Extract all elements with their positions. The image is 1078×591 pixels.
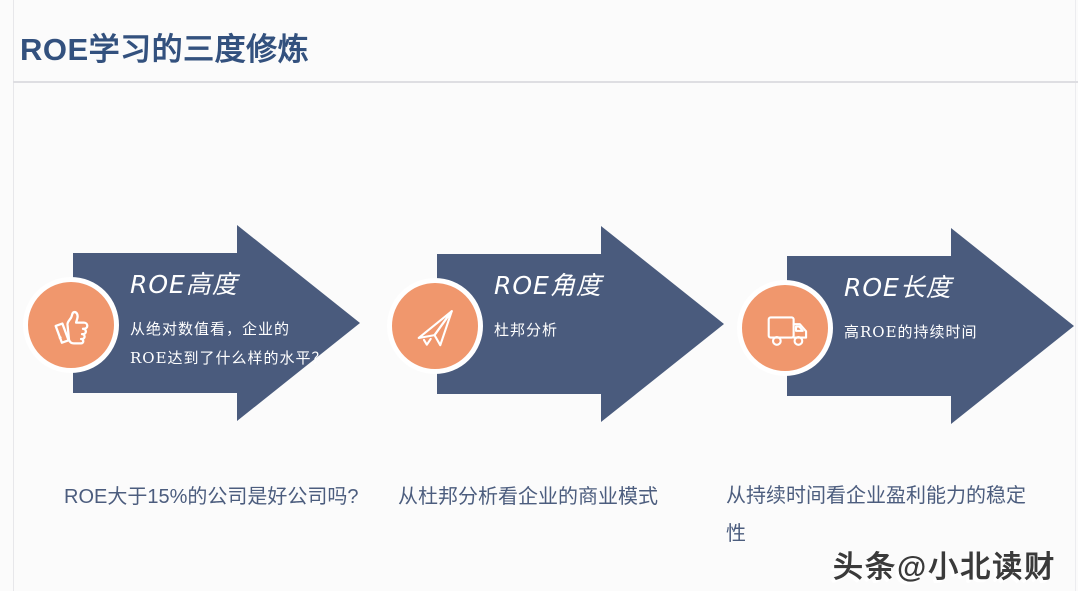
step-group-roe-length: ROE长度 高ROE的持续时间: [737, 228, 1077, 424]
step-group-roe-angle: ROE角度 杜邦分析: [387, 226, 727, 422]
right-edge-divider: [1075, 0, 1076, 591]
step-desc: 杜邦分析: [494, 316, 722, 345]
step-icon-badge: [23, 277, 119, 373]
step-desc-line: 从绝对数值看，企业的: [130, 320, 291, 338]
title-divider: [13, 81, 1078, 83]
step-caption-1: ROE大于15%的公司是好公司吗?: [64, 486, 359, 508]
page-title: ROE学习的三度修炼: [20, 32, 310, 67]
step-desc: 高ROE的持续时间: [844, 318, 1072, 347]
step-icon-badge: [737, 280, 833, 376]
step-desc: 从绝对数值看，企业的 ROE达到了什么样的水平？: [130, 315, 358, 373]
thumbs-up-icon: [54, 310, 89, 345]
step-caption-2: 从杜邦分析看企业的商业模式: [398, 486, 658, 508]
step-desc-line: ROE达到了什么样的水平？: [130, 349, 328, 367]
step-title: ROE角度: [494, 271, 602, 300]
step-desc-line: 高ROE的持续时间: [844, 323, 978, 341]
step-caption-3: 从持续时间看企业盈利能力的稳定性: [726, 485, 1026, 545]
step-group-roe-height: ROE高度 从绝对数值看，企业的 ROE达到了什么样的水平？: [23, 225, 363, 421]
step-desc-line: 杜邦分析: [494, 321, 559, 339]
step-text-block: ROE角度 杜邦分析: [494, 270, 722, 345]
arrow-shape: [73, 225, 360, 421]
step-text-block: ROE高度 从绝对数值看，企业的 ROE达到了什么样的水平？: [130, 269, 358, 373]
left-edge-divider: [13, 0, 14, 591]
step-title: ROE高度: [130, 270, 238, 299]
paper-plane-icon: [417, 310, 453, 347]
arrow-shape: [437, 226, 724, 422]
step-icon-badge: [387, 278, 483, 374]
truck-icon: [767, 316, 808, 346]
watermark: 头条@小北读财报: [833, 551, 1057, 584]
step-text-block: ROE长度 高ROE的持续时间: [844, 272, 1072, 347]
step-title: ROE长度: [844, 273, 952, 302]
arrow-shape: [787, 228, 1074, 424]
